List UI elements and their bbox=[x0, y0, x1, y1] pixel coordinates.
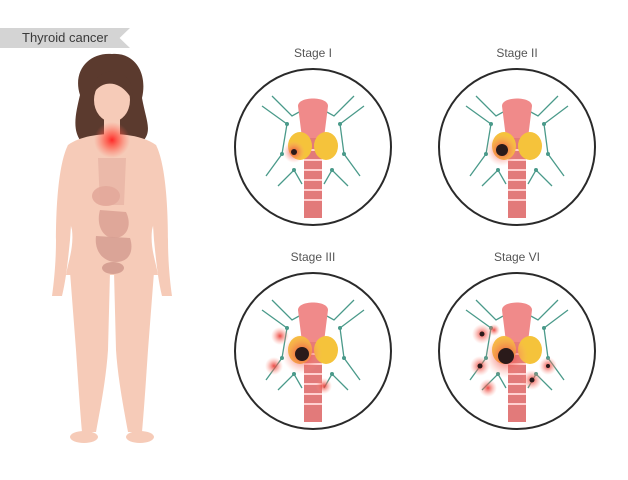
thyroid-hotspot bbox=[94, 122, 130, 158]
stage-iii-label: Stage III bbox=[290, 250, 336, 264]
stage-vi-panel bbox=[438, 272, 596, 430]
head bbox=[94, 78, 130, 122]
woman-figure bbox=[52, 53, 172, 443]
stage-iii-panel bbox=[234, 272, 392, 430]
stage-vi-label: Stage VI bbox=[493, 250, 541, 264]
stage-i-label: Stage I bbox=[293, 46, 333, 60]
title-banner: Thyroid cancer bbox=[0, 28, 130, 48]
stage-ii-label: Stage II bbox=[496, 46, 538, 60]
stage-i-panel bbox=[234, 68, 392, 226]
page-title: Thyroid cancer bbox=[22, 30, 108, 45]
stage-ii-panel bbox=[438, 68, 596, 226]
